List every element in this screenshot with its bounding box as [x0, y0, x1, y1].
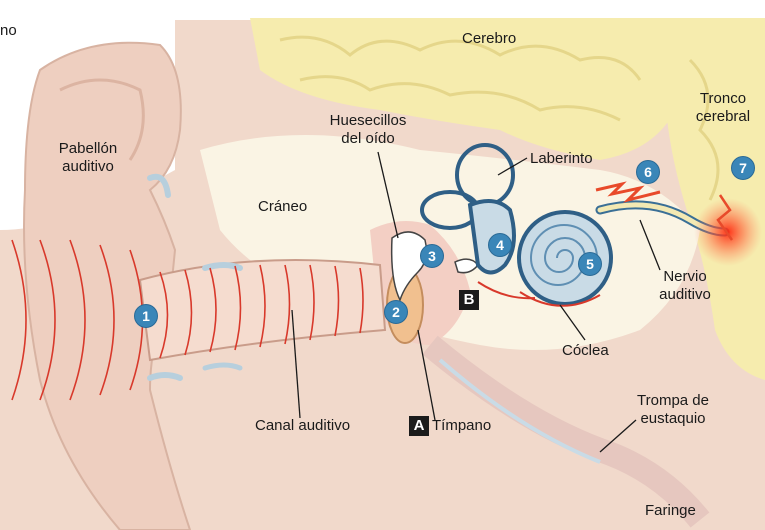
label-pabellon-2: auditivo	[48, 158, 128, 175]
letter-marker-a: A	[409, 416, 429, 436]
partial-label: no	[0, 22, 17, 39]
label-craneo: Cráneo	[258, 198, 307, 215]
label-huesecillos-1: Huesecillos	[318, 112, 418, 129]
step-marker-3: 3	[420, 244, 444, 268]
label-trompa-2: eustaquio	[618, 410, 728, 427]
label-timpano: Tímpano	[432, 417, 491, 434]
label-canal: Canal auditivo	[255, 417, 350, 434]
step-marker-5: 5	[578, 252, 602, 276]
step-marker-4: 4	[488, 233, 512, 257]
label-faringe: Faringe	[645, 502, 696, 519]
label-huesecillos-2: del oído	[318, 130, 418, 147]
label-pabellon-1: Pabellón	[48, 140, 128, 157]
letter-marker-b: B	[459, 290, 479, 310]
step-marker-1: 1	[134, 304, 158, 328]
label-trompa-1: Trompa de	[618, 392, 728, 409]
label-tronco-1: Tronco	[688, 90, 758, 107]
label-nervio-2: auditivo	[650, 286, 720, 303]
step-marker-7: 7	[731, 156, 755, 180]
label-tronco-2: cerebral	[688, 108, 758, 125]
label-nervio-1: Nervio	[650, 268, 720, 285]
label-cerebro: Cerebro	[462, 30, 516, 47]
label-laberinto: Laberinto	[530, 150, 593, 167]
step-marker-6: 6	[636, 160, 660, 184]
step-marker-2: 2	[384, 300, 408, 324]
label-coclea: Cóclea	[562, 342, 609, 359]
